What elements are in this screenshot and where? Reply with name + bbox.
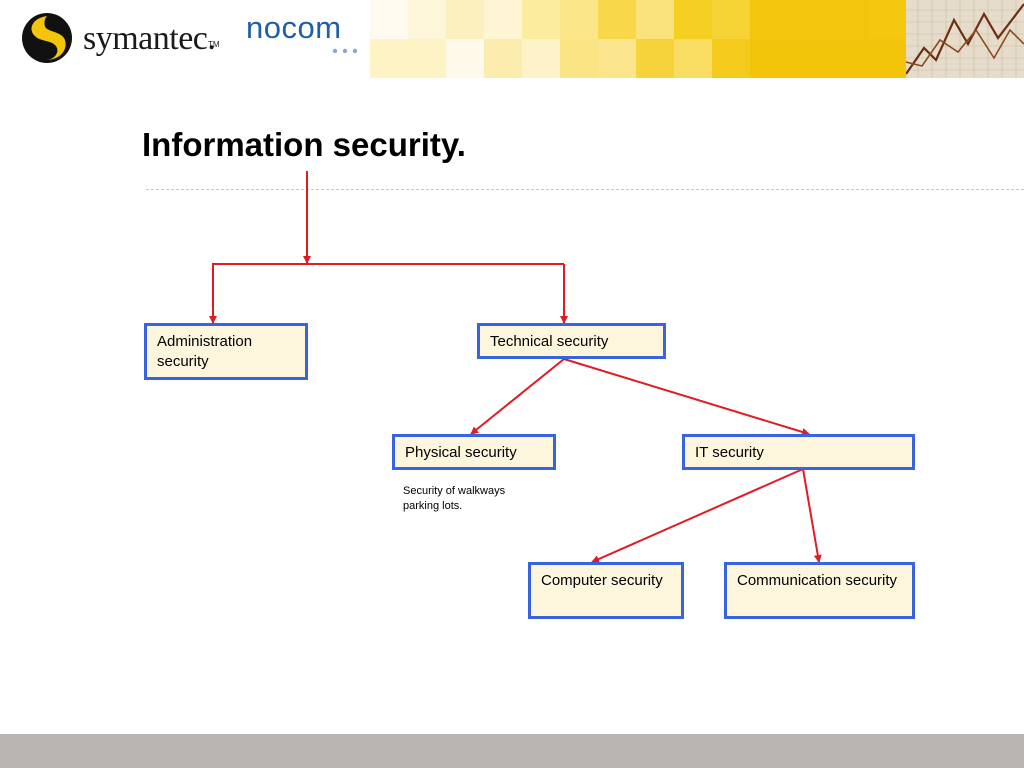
nocom-logo: nocom bbox=[246, 10, 366, 58]
connector-technical-to-physical bbox=[470, 358, 565, 435]
connector-it-to-communication bbox=[802, 468, 822, 563]
slide-header: symantec. TM nocom bbox=[0, 0, 1024, 78]
physical-security-note: Security of walkways parking lots. bbox=[403, 485, 506, 512]
title-divider bbox=[146, 189, 1024, 190]
header-chart-art-icon bbox=[906, 0, 1024, 78]
connector-it-to-computer bbox=[591, 468, 804, 563]
node-it-security: IT security bbox=[682, 434, 915, 470]
node-physical-security: Physical security bbox=[392, 434, 556, 470]
node-communication-security: Communication security bbox=[724, 562, 915, 619]
symantec-wordmark: symantec. bbox=[83, 20, 216, 57]
nocom-wordmark: nocom bbox=[246, 10, 342, 45]
nocom-dots-icon bbox=[332, 48, 358, 54]
node-computer-security: Computer security bbox=[528, 562, 684, 619]
header-tile-banner bbox=[370, 0, 906, 78]
symantec-trademark: TM bbox=[208, 40, 220, 49]
symantec-swirl-icon bbox=[22, 13, 72, 63]
slide-title: Information security. bbox=[142, 126, 466, 163]
footer-bar bbox=[0, 734, 1024, 768]
symantec-logo: symantec. TM bbox=[20, 12, 220, 64]
node-administration-security: Administration security bbox=[144, 323, 308, 380]
connector-branch-bar bbox=[212, 263, 564, 323]
connector-technical-to-it bbox=[563, 358, 810, 436]
node-technical-security: Technical security bbox=[477, 323, 666, 359]
